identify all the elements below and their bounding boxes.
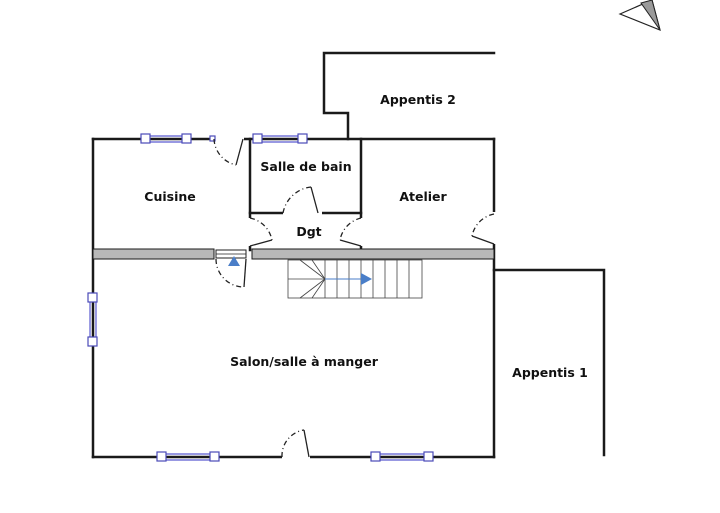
- window-salon-west: [87, 292, 98, 347]
- room-label-salle-de-bain: Salle de bain: [260, 159, 351, 174]
- room-label-cuisine: Cuisine: [144, 189, 195, 204]
- staircase: [287, 259, 423, 299]
- triangle-marker-icon: [228, 256, 240, 266]
- door-salle-de-bain: [282, 186, 319, 214]
- window-cuisine: [140, 133, 216, 144]
- room-label-appentis-1: Appentis 1: [512, 365, 588, 380]
- door-cuisine-exterior: [213, 138, 244, 166]
- window-salon-south-2: [370, 451, 434, 462]
- door-dgt-west: [249, 217, 273, 247]
- north-arrow-icon: [618, 0, 661, 32]
- window-salon-south-1: [156, 451, 220, 462]
- appentis-2-walls: [322, 51, 496, 141]
- room-label-appentis-2: Appentis 2: [380, 92, 456, 107]
- door-salon-cuisine: [215, 249, 247, 288]
- appentis-1-walls: [492, 268, 606, 457]
- room-label-dgt: Dgt: [296, 224, 321, 239]
- door-salon-south: [281, 429, 310, 458]
- door-openings: [214, 137, 496, 459]
- window-salle-de-bain: [252, 133, 308, 144]
- arrow-right-icon: [361, 273, 372, 285]
- door-atelier: [471, 213, 495, 245]
- room-label-salon: Salon/salle à manger: [230, 354, 379, 369]
- door-dgt-east: [339, 217, 362, 247]
- room-label-atelier: Atelier: [399, 189, 447, 204]
